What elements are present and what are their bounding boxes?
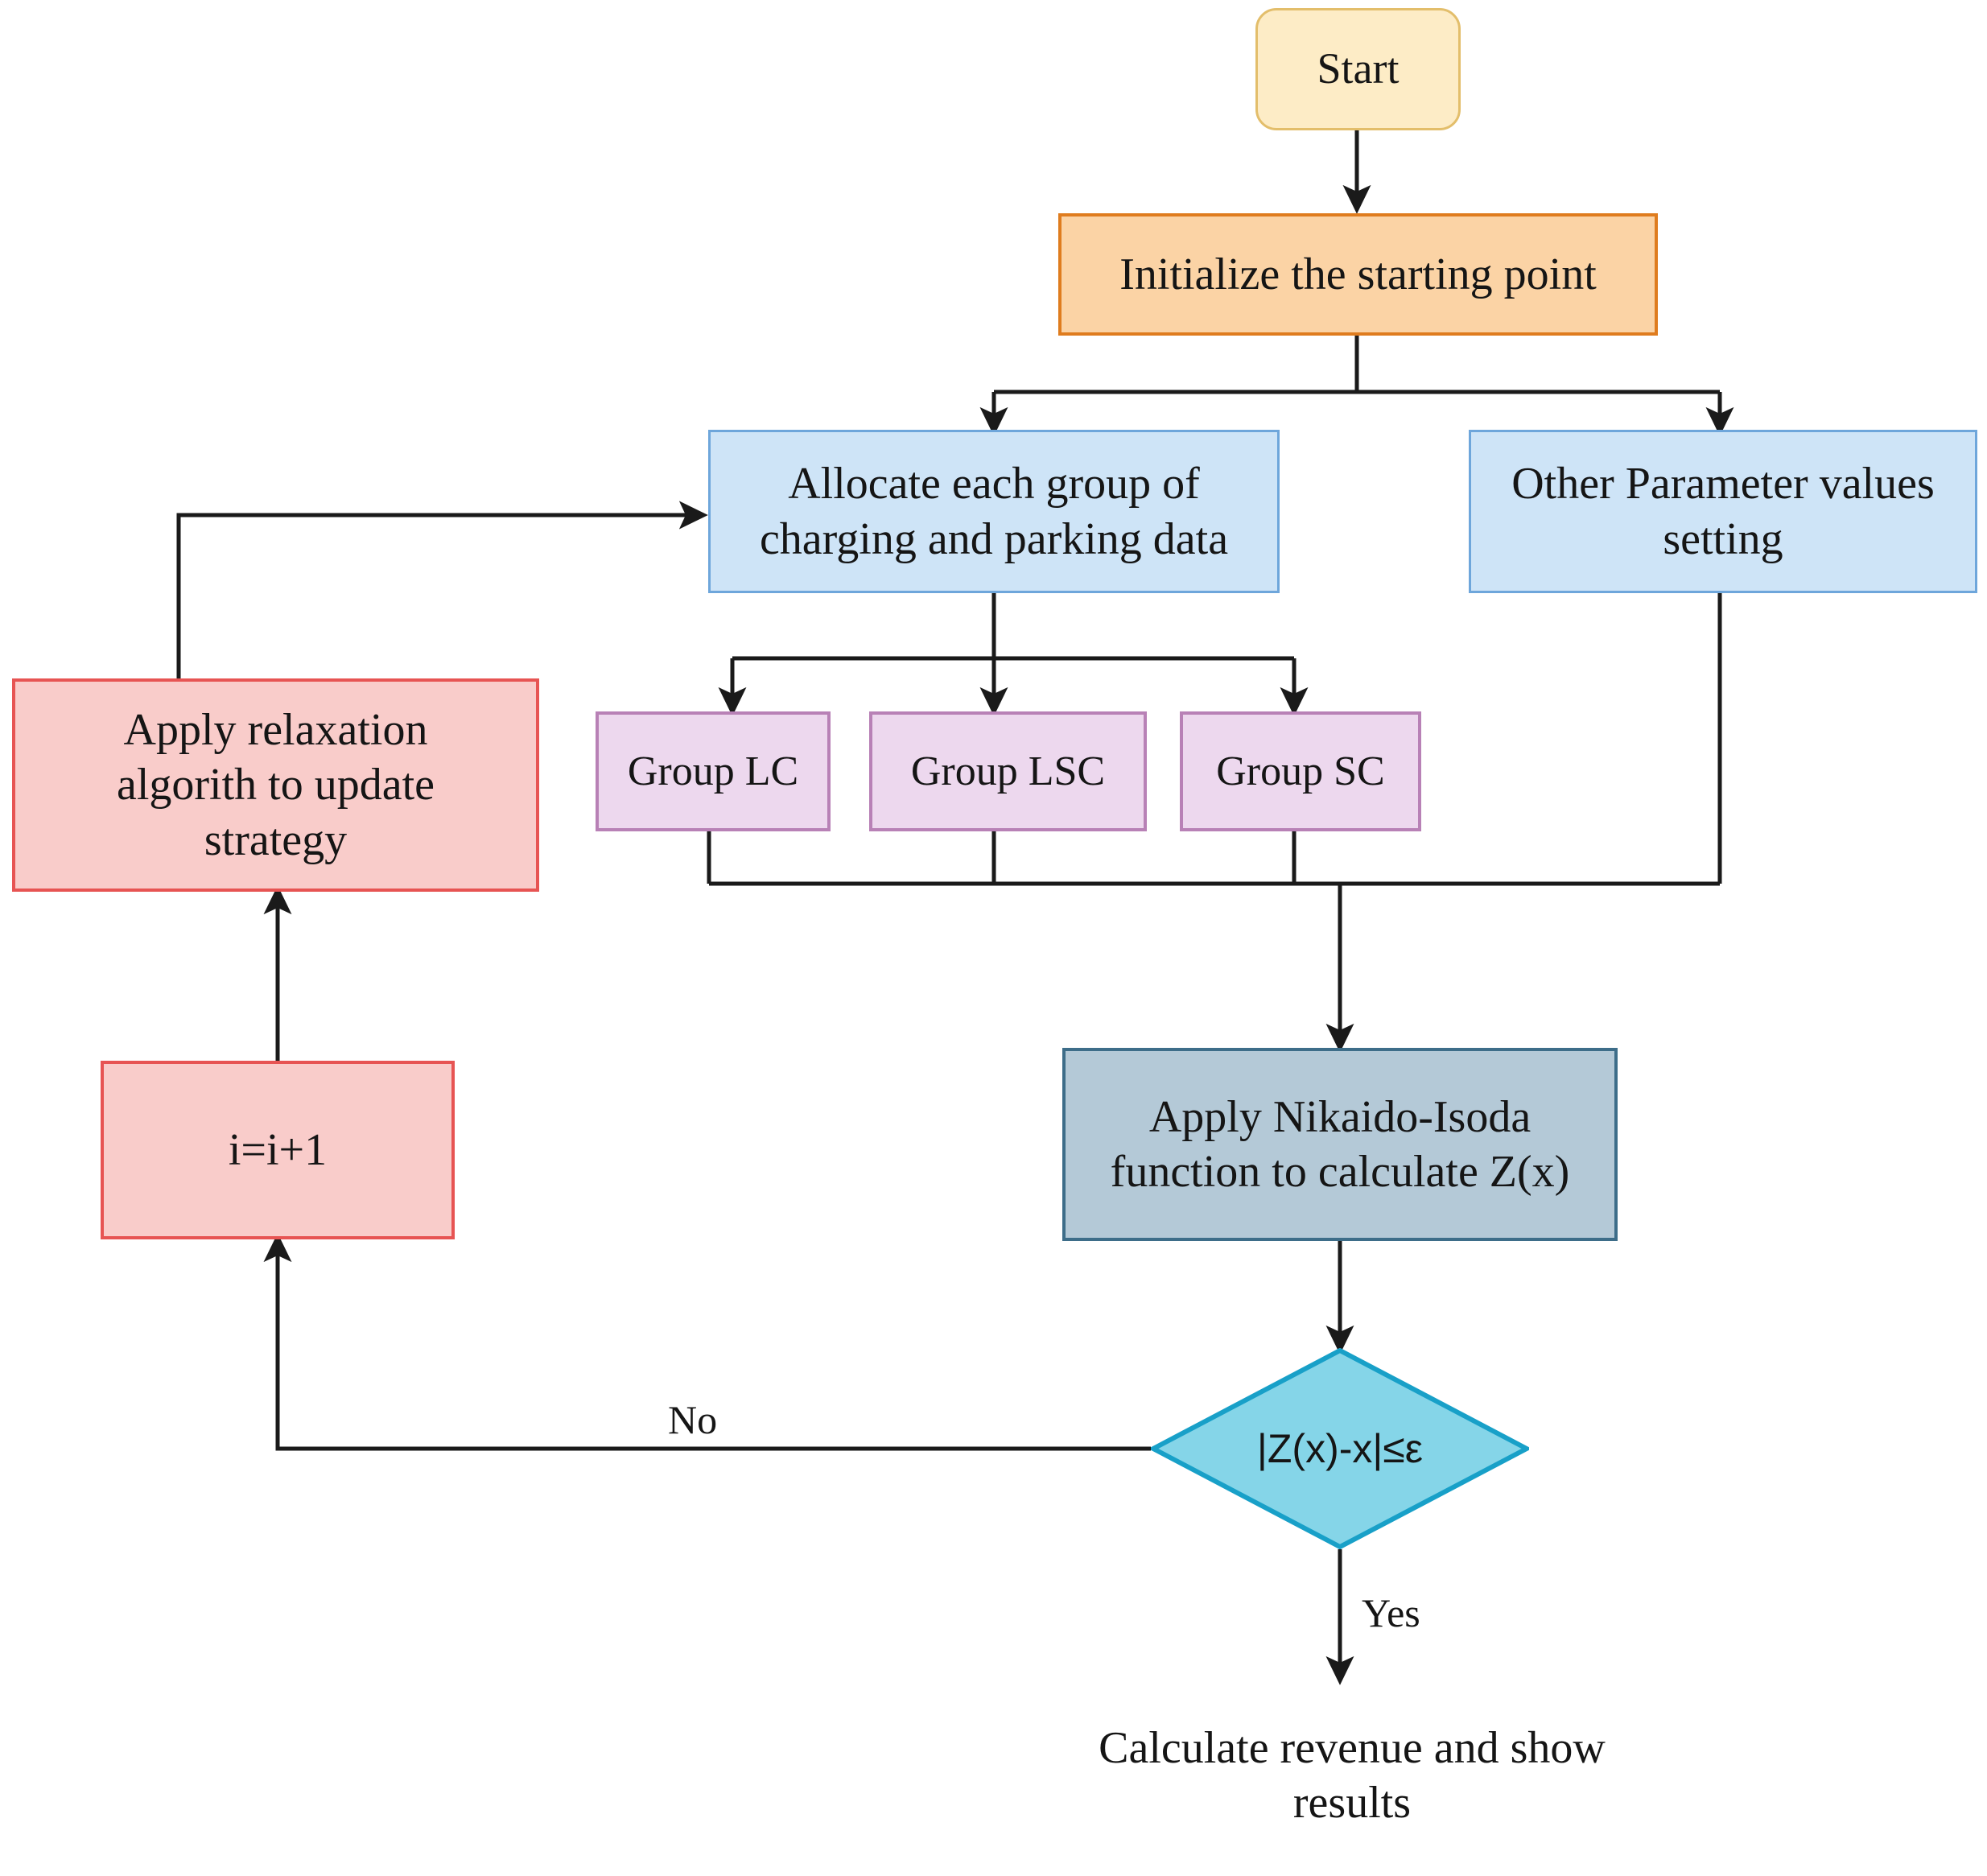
edge-relaxation-to-allocate [176, 501, 708, 678]
node-initialize-label: Initialize the starting point [1119, 249, 1597, 299]
node-group-lc[interactable]: Group LC [596, 711, 831, 831]
node-other-params[interactable]: Other Parameter values setting [1469, 430, 1977, 593]
node-start[interactable]: Start [1255, 8, 1461, 130]
node-group-lc-label: Group LC [627, 748, 799, 794]
node-relaxation[interactable]: Apply relaxation algorith to update stra… [12, 678, 539, 892]
node-start-label: Start [1317, 44, 1400, 93]
node-nikaido-label: Apply Nikaido-Isoda function to calculat… [1110, 1091, 1570, 1197]
node-decision[interactable]: |Z(x)-x|≤ε [1151, 1348, 1529, 1549]
node-result-label: Calculate revenue and show results [1099, 1722, 1606, 1828]
node-increment-label: i=i+1 [228, 1124, 328, 1175]
node-nikaido[interactable]: Apply Nikaido-Isoda function to calculat… [1062, 1048, 1618, 1241]
edge-label-no: No [668, 1397, 718, 1442]
node-relaxation-label: Apply relaxation algorith to update stra… [116, 705, 435, 865]
node-increment[interactable]: i=i+1 [101, 1061, 455, 1239]
decision-diamond-shape [1151, 1348, 1529, 1549]
node-allocate-label: Allocate each group of charging and park… [759, 459, 1229, 564]
node-group-sc[interactable]: Group SC [1180, 711, 1421, 831]
node-initialize[interactable]: Initialize the starting point [1058, 213, 1658, 336]
node-other-params-label: Other Parameter values setting [1511, 459, 1935, 564]
node-group-sc-label: Group SC [1216, 748, 1385, 794]
node-group-lsc-label: Group LSC [910, 748, 1106, 794]
edge-label-yes: Yes [1362, 1590, 1420, 1635]
node-group-lsc[interactable]: Group LSC [869, 711, 1147, 831]
node-allocate[interactable]: Allocate each group of charging and park… [708, 430, 1280, 593]
node-result[interactable]: Calculate revenue and show results [998, 1679, 1714, 1872]
node-decision-label: |Z(x)-x|≤ε [1256, 1425, 1424, 1471]
